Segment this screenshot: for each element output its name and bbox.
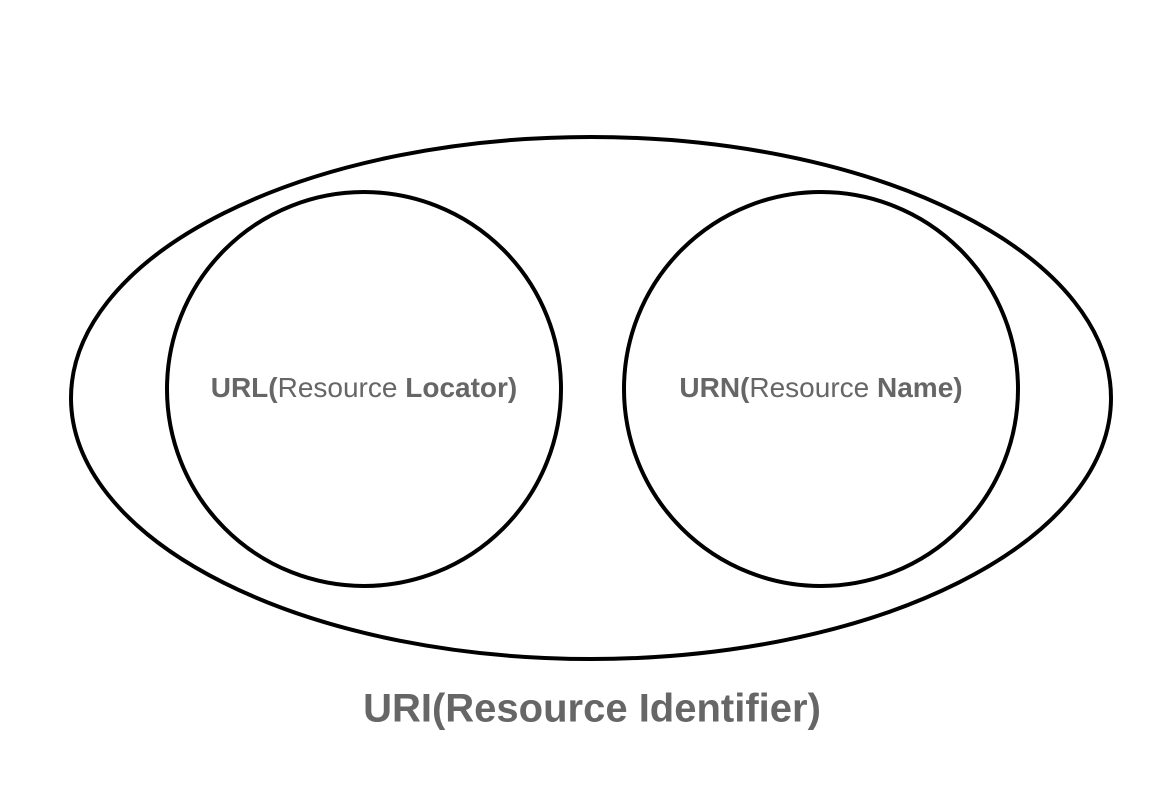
urn-label-bold-word: Name [877, 372, 953, 403]
uri-ellipse [69, 135, 1113, 661]
url-label-middle: Resource [278, 372, 406, 403]
url-label: URL(Resource Locator) [211, 372, 518, 403]
url-label-bold-word: Locator [405, 372, 508, 403]
urn-label: URN(Resource Name) [679, 372, 962, 403]
url-label-suffix: ) [508, 372, 517, 403]
urn-label-prefix: URN( [679, 372, 750, 403]
url-label-prefix: URL( [211, 372, 279, 403]
url-circle [165, 190, 563, 588]
urn-label-suffix: ) [953, 372, 962, 403]
urn-label-middle: Resource [749, 372, 877, 403]
uri-label: URI(Resource Identifier) [363, 687, 821, 731]
urn-circle [622, 190, 1020, 588]
